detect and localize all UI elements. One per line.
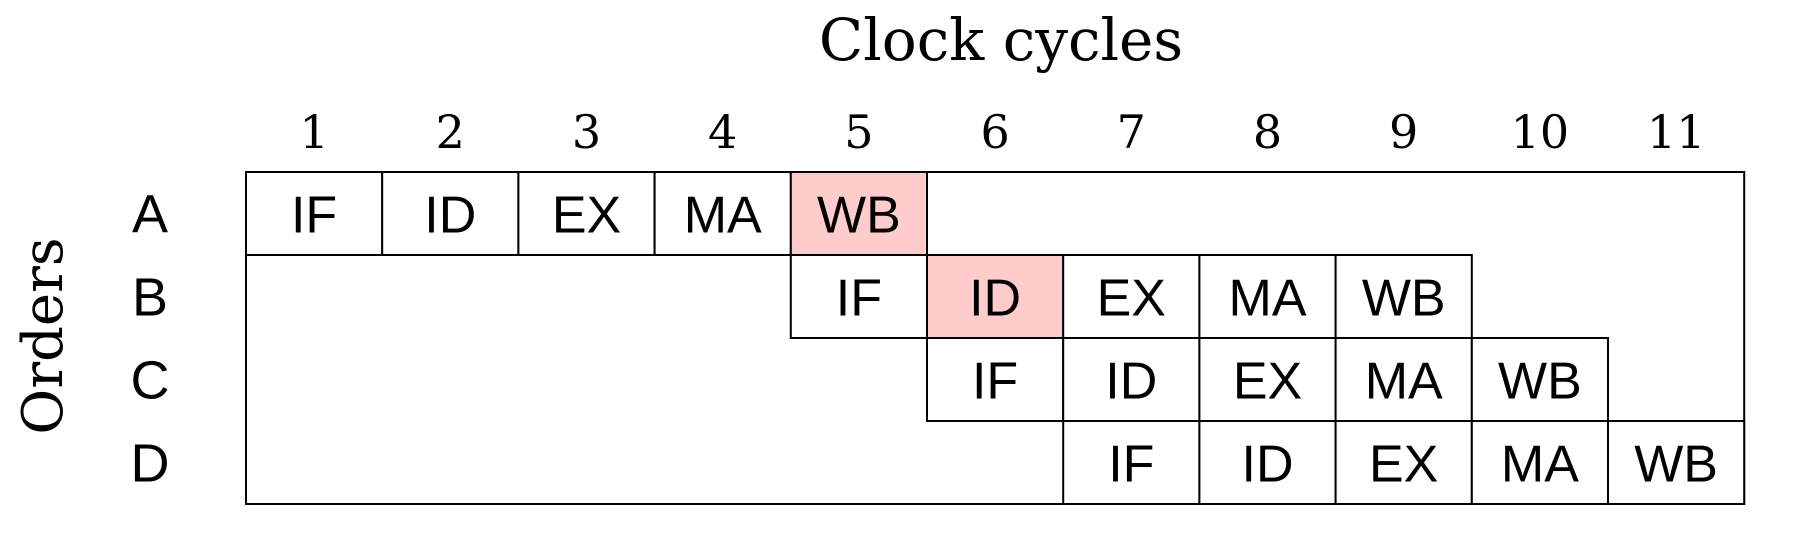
grid-outer-border (245, 171, 1746, 505)
stage-cell-b-if: IF (789, 254, 928, 339)
stage-label: IF (1108, 436, 1154, 494)
cell-background (245, 171, 384, 256)
cell-background (926, 337, 1065, 422)
cell-background (1062, 254, 1201, 339)
cycle-number-10: 10 (1511, 105, 1570, 159)
cycle-number-8: 8 (1253, 105, 1282, 159)
y-axis-label: Orders (11, 237, 76, 434)
stage-cell-d-if: IF (1062, 420, 1201, 505)
stage-cell-d-id: ID (1198, 420, 1337, 505)
cycle-number-1: 1 (299, 105, 328, 159)
stage-label: MA (684, 187, 762, 245)
cycle-number-2: 2 (436, 105, 465, 159)
stage-cell-grid: IF ID EX MA WB IF ID EX MA WB IF ID EX MA WB IF ID EX MA WB (245, 171, 1746, 505)
cell-background (1470, 420, 1610, 505)
stage-cell-b-ma: MA (1198, 254, 1337, 339)
stage-cell-d-ex: EX (1334, 420, 1473, 505)
stage-cell-d-ma: MA (1470, 420, 1610, 505)
cell-background (1470, 337, 1610, 422)
cell-background (381, 171, 520, 256)
cell-background (1062, 420, 1201, 505)
cell-background (1334, 420, 1473, 505)
stage-label: WB (1498, 353, 1582, 411)
grid-frame (245, 171, 1746, 505)
cell-background (653, 171, 792, 256)
stage-label: MA (1365, 353, 1443, 411)
stage-label: ID (969, 270, 1021, 328)
cycle-number-9: 9 (1389, 105, 1418, 159)
stage-cell-b-wb: WB (1334, 254, 1473, 339)
diagram-title: Clock cycles (819, 6, 1183, 74)
cycle-number-11: 11 (1647, 105, 1706, 159)
cycle-number-3: 3 (572, 105, 601, 159)
cycle-header-row: 1 2 3 4 5 6 7 8 9 10 11 (299, 105, 1705, 159)
stage-cell-c-ma: MA (1334, 337, 1473, 422)
stage-cell-c-wb: WB (1470, 337, 1610, 422)
cell-background (1334, 337, 1473, 422)
stage-cell-c-ex: EX (1198, 337, 1337, 422)
stage-cell-a-wb: WB (789, 171, 928, 256)
cell-background (1607, 420, 1746, 505)
stage-cell-a-id: ID (381, 171, 520, 256)
stage-label: EX (552, 187, 621, 245)
stage-label: ID (1105, 353, 1157, 411)
stage-cell-a-if: IF (245, 171, 384, 256)
cell-background (1198, 254, 1337, 339)
cell-background (1062, 337, 1201, 422)
stage-label: WB (817, 187, 901, 245)
stage-cell-b-id: ID (926, 254, 1065, 339)
stage-cell-b-ex: EX (1062, 254, 1201, 339)
stage-cell-d-wb: WB (1607, 420, 1746, 505)
order-label-a: A (132, 185, 168, 245)
stage-label: IF (291, 187, 337, 245)
stage-label: IF (836, 270, 882, 328)
stage-label: WB (1362, 270, 1446, 328)
stage-cell-c-if: IF (926, 337, 1065, 422)
cycle-number-5: 5 (844, 105, 873, 159)
order-label-c: C (131, 351, 170, 411)
cycle-number-4: 4 (708, 105, 737, 159)
cell-background (789, 254, 928, 339)
stage-cell-a-ma: MA (653, 171, 792, 256)
stage-label: EX (1097, 270, 1166, 328)
stage-cell-c-id: ID (1062, 337, 1201, 422)
order-label-b: B (132, 268, 168, 328)
stage-label: MA (1501, 436, 1579, 494)
cycle-number-7: 7 (1117, 105, 1146, 159)
stage-label: MA (1229, 270, 1307, 328)
stage-label: ID (424, 187, 476, 245)
stage-label: ID (1242, 436, 1294, 494)
highlighted-cell-background (926, 254, 1065, 339)
cycle-number-6: 6 (980, 105, 1009, 159)
stage-label: EX (1369, 436, 1438, 494)
stage-label: EX (1233, 353, 1302, 411)
stage-label: WB (1634, 436, 1718, 494)
order-label-d: D (131, 434, 170, 494)
stage-cell-a-ex: EX (517, 171, 656, 256)
stage-label: IF (972, 353, 1018, 411)
cell-background (1198, 420, 1337, 505)
